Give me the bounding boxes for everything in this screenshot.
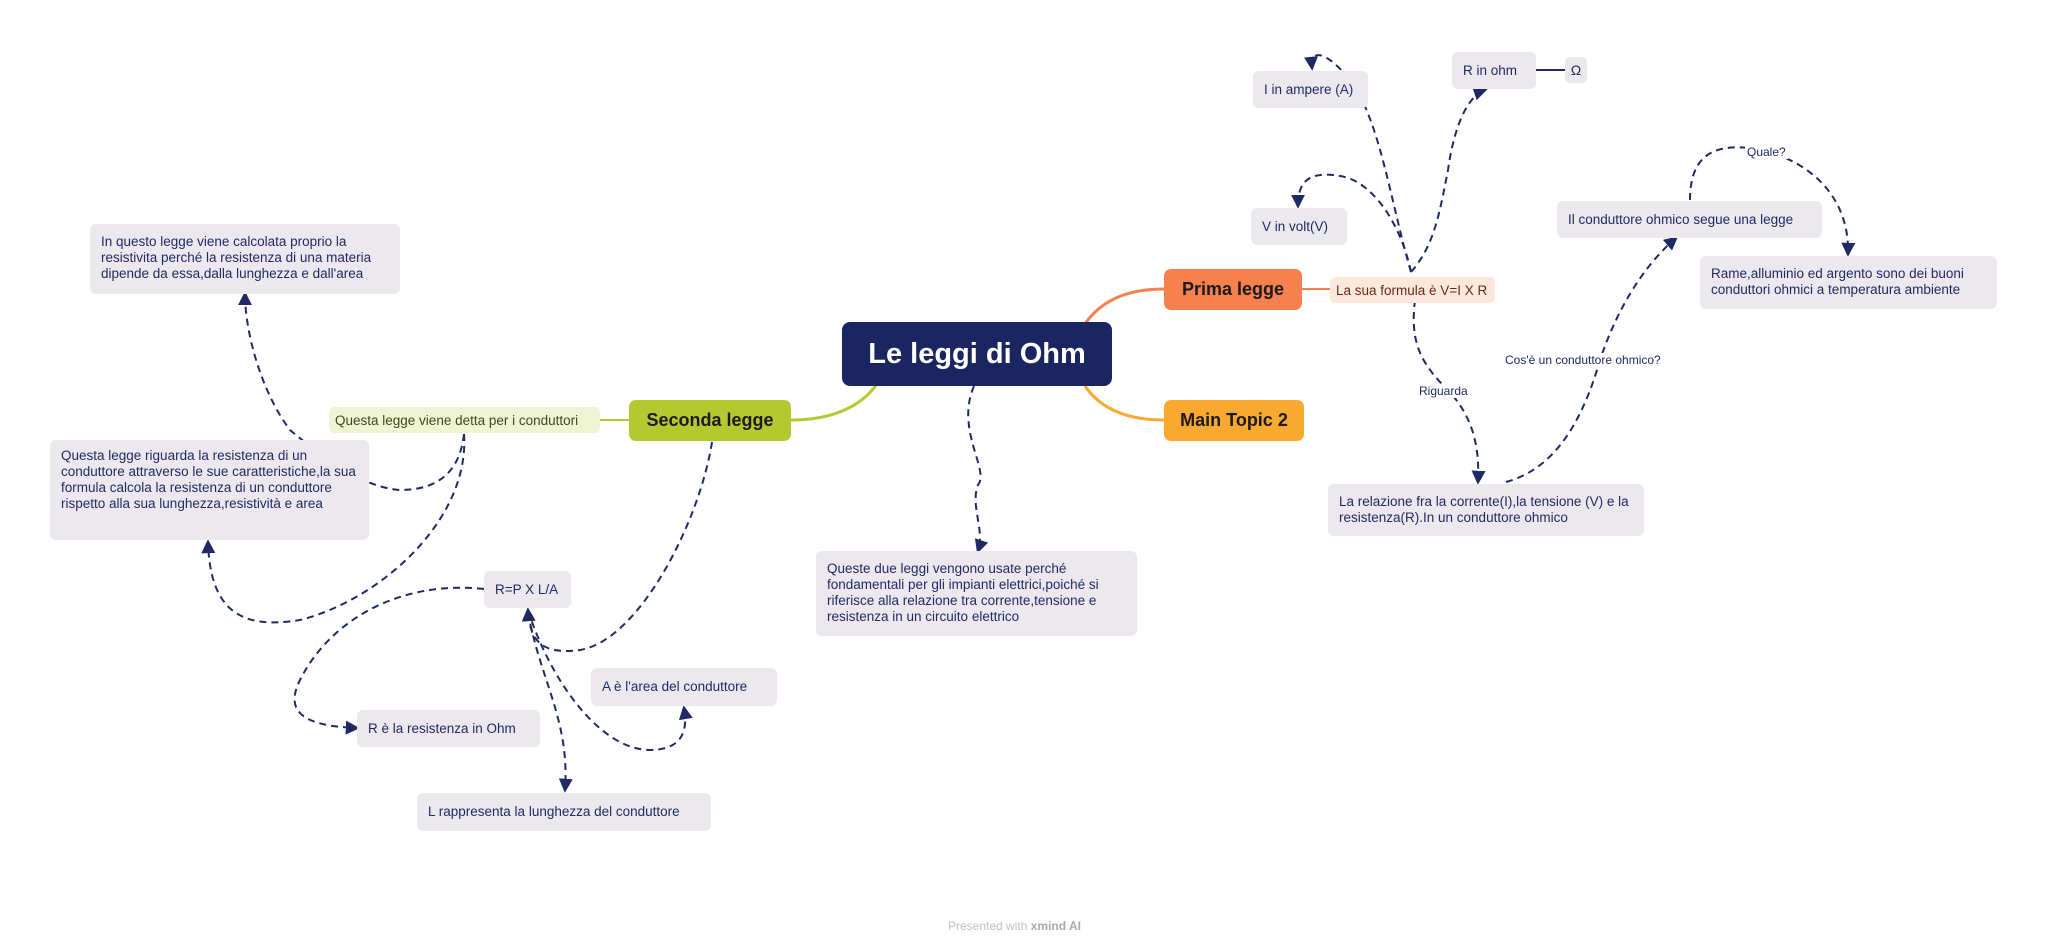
note-queste-due-leggi[interactable]: Queste due leggi vengono usate perché fo…: [816, 551, 1137, 636]
note-l-lunghezza[interactable]: L rappresenta la lunghezza del conduttor…: [417, 793, 711, 831]
central-topic[interactable]: Le leggi di Ohm: [842, 322, 1112, 386]
topic-main-topic-2[interactable]: Main Topic 2: [1164, 400, 1304, 441]
note-a-area-text: A è l'area del conduttore: [602, 679, 748, 694]
note-questa-legge-riguarda-text: Questa legge riguarda la resistenza di u…: [61, 448, 356, 511]
note-formula-rpla[interactable]: R=P X L/A: [484, 571, 571, 608]
rel-formula-relazione: [1412, 299, 1486, 485]
central-topic-text: Le leggi di Ohm: [868, 337, 1086, 370]
subtopic-formula-vir[interactable]: La sua formula è V=I X R: [1330, 277, 1495, 303]
note-r-resistenza[interactable]: R è la resistenza in Ohm: [357, 710, 540, 747]
rel-formula-rohm: [1410, 86, 1488, 273]
rel-label-riguarda[interactable]: Riguarda: [1417, 384, 1470, 398]
rel-label-cose-conduttore[interactable]: Cos'è un conduttore ohmico?: [1503, 353, 1663, 367]
note-relazione[interactable]: La relazione fra la corrente(I),la tensi…: [1328, 484, 1644, 536]
note-v-volt-text: V in volt(V): [1262, 218, 1329, 234]
note-formula-rpla-text: R=P X L/A: [495, 581, 559, 597]
note-rame-alluminio[interactable]: Rame,alluminio ed argento sono dei buoni…: [1700, 256, 1997, 309]
topic-seconda-legge-text: Seconda legge: [646, 410, 774, 430]
note-v-volt[interactable]: V in volt(V): [1251, 208, 1347, 245]
branch-seconda-line: [790, 383, 879, 422]
note-queste-due-leggi-text: Queste due leggi vengono usate perché fo…: [827, 561, 1099, 624]
note-conduttore-segue-text: Il conduttore ohmico segue una legge: [1568, 211, 1794, 227]
note-questa-legge-riguarda[interactable]: Questa legge riguarda la resistenza di u…: [50, 440, 369, 540]
rel-label-quale[interactable]: Quale?: [1745, 145, 1788, 159]
note-l-lunghezza-text: L rappresenta la lunghezza del conduttor…: [428, 804, 680, 819]
rel-seconda-inquesto: [201, 433, 466, 624]
note-relazione-text: La relazione fra la corrente(I),la tensi…: [1339, 494, 1629, 525]
note-omega-text: Ω: [1570, 62, 1582, 78]
note-a-area[interactable]: A è l'area del conduttore: [591, 668, 777, 706]
footer-prefix: Presented with: [948, 919, 1028, 933]
topic-seconda-legge[interactable]: Seconda legge: [629, 400, 791, 441]
branch-prima-line: [1083, 287, 1165, 325]
subtopic-conduttori-text: Questa legge viene detta per i conduttor…: [335, 412, 579, 428]
footer-presented-with: Presented with xmind AI: [948, 919, 1081, 933]
note-in-questo-legge[interactable]: In questo legge viene calcolata proprio …: [90, 224, 400, 294]
note-in-questo-legge-text: In questo legge viene calcolata proprio …: [101, 234, 372, 281]
rel-formula-area: [527, 609, 693, 752]
note-r-ohm[interactable]: R in ohm: [1452, 52, 1536, 89]
subtopic-conduttori[interactable]: Questa legge viene detta per i conduttor…: [329, 407, 600, 433]
rel-formula-rres: [293, 586, 485, 735]
subtopic-formula-vir-text: La sua formula è V=I X R: [1336, 282, 1488, 298]
topic-prima-legge[interactable]: Prima legge: [1164, 269, 1302, 310]
note-i-ampere[interactable]: I in ampere (A): [1253, 71, 1368, 108]
branch-topic2-line: [1083, 385, 1165, 422]
note-r-resistenza-text: R è la resistenza in Ohm: [368, 720, 516, 736]
note-conduttore-segue[interactable]: Il conduttore ohmico segue una legge: [1557, 201, 1822, 238]
rel-central-queste: [967, 385, 989, 554]
note-omega[interactable]: Ω: [1565, 57, 1587, 83]
footer-brand: xmind AI: [1030, 919, 1081, 933]
rel-formula-lunghezza: [527, 611, 573, 793]
note-r-ohm-text: R in ohm: [1463, 62, 1518, 78]
topic-prima-legge-text: Prima legge: [1181, 279, 1285, 299]
note-rame-alluminio-text: Rame,alluminio ed argento sono dei buoni…: [1711, 266, 1964, 297]
rel-formula-vvolt: [1291, 173, 1412, 273]
rel-seconda-formula: [521, 441, 713, 652]
note-i-ampere-text: I in ampere (A): [1264, 81, 1354, 97]
topic-main-topic-2-text: Main Topic 2: [1180, 410, 1288, 430]
